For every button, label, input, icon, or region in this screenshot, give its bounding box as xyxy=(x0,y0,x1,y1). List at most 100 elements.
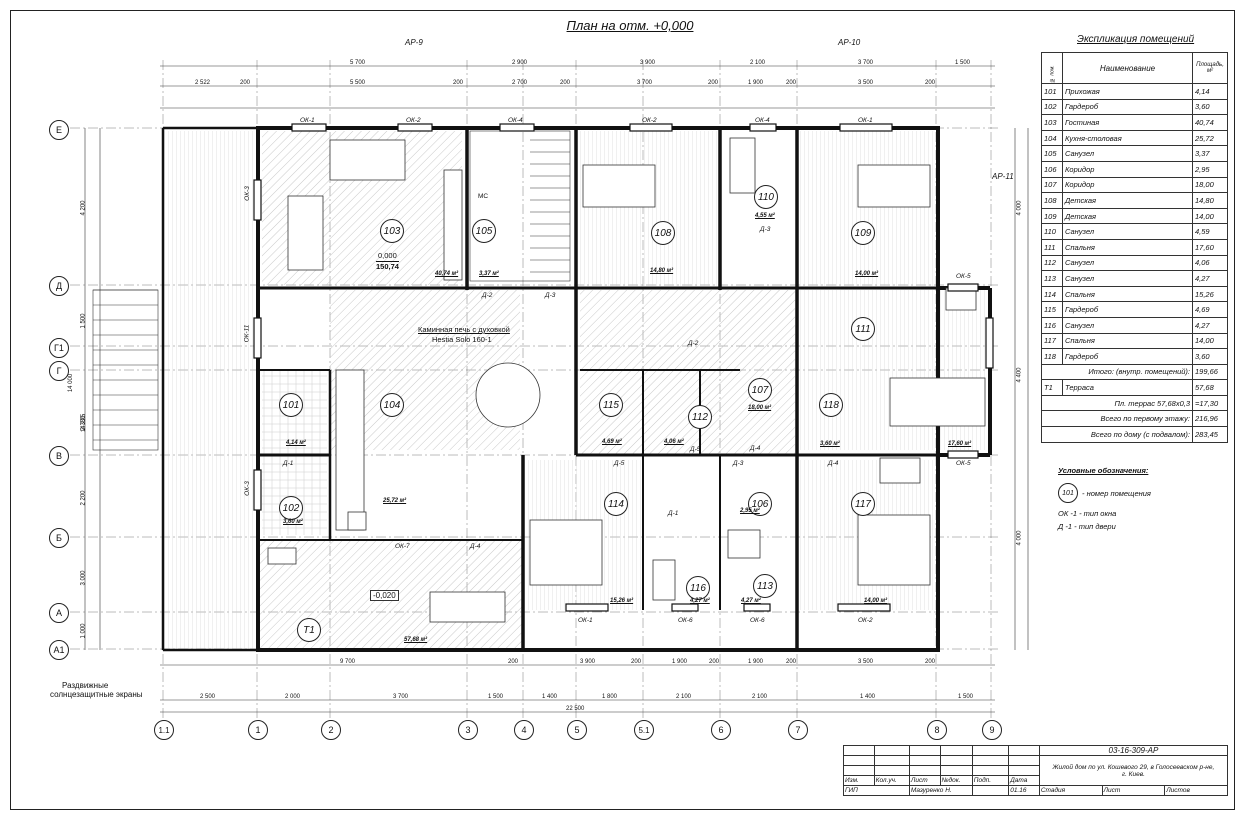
explication-cell-num: 118 xyxy=(1041,348,1063,365)
explication-floor-label: Всего по первому этажу: xyxy=(1041,410,1193,428)
section-ref-3: АР-11 xyxy=(992,172,1014,181)
room-number-113: 113 xyxy=(753,574,777,598)
room-number-111: 111 xyxy=(851,317,875,341)
room-area: 4,27 м² xyxy=(690,598,710,604)
dim-top2-4: 200 xyxy=(453,80,464,86)
explication-cell-area: 3,60 xyxy=(1192,98,1228,116)
explication-cell-area: 2,95 xyxy=(1192,160,1228,178)
legend-room-symbol: 101 xyxy=(1058,483,1078,503)
stamp-sheets: Листов xyxy=(1164,785,1228,796)
section-ref-1: АР-9 xyxy=(405,38,423,47)
explication-cell-area: 4,06 xyxy=(1192,254,1228,272)
dim-bot-9: 3 500 xyxy=(858,659,874,665)
dim-bot2-10: 1 500 xyxy=(958,694,974,700)
dim-bot2-8: 2 100 xyxy=(752,694,768,700)
dim-bot2-5: 1 400 xyxy=(542,694,558,700)
door-label: Д-2 xyxy=(688,340,699,347)
dim-bot-6: 200 xyxy=(709,659,720,665)
window-label: ОК-6 xyxy=(750,617,765,624)
window-label: ОК-4 xyxy=(755,117,770,124)
explication-cell-num: 106 xyxy=(1041,160,1063,178)
stamp-izm: Изм. xyxy=(843,775,875,786)
window-label: ОК-7 xyxy=(395,543,410,550)
explication-cell-num: 111 xyxy=(1041,238,1063,256)
dim-top-5: 3 700 xyxy=(858,60,874,66)
fireplace-model: Hestia Solo 160-1 xyxy=(432,335,492,344)
explication-cell-name: Кухня-столовая xyxy=(1062,129,1193,147)
explication-cell-name: Гардероб xyxy=(1062,98,1193,116)
screens-label: солнцезащитные экраны xyxy=(50,690,143,699)
explication-cell-area: 14,80 xyxy=(1192,192,1228,209)
room-area: 3,37 м² xyxy=(479,271,499,277)
room-area: 4,69 м² xyxy=(602,439,622,445)
axis-marker-4: 4 xyxy=(514,720,534,740)
explication-cell-name: Гардероб xyxy=(1062,348,1193,365)
explication-cell-area: 4,27 xyxy=(1192,270,1228,287)
window-label: ОК-2 xyxy=(642,117,657,124)
dim-bot-2: 200 xyxy=(508,659,519,665)
explication-cell-num: 114 xyxy=(1041,285,1063,303)
room-area: 15,26 м² xyxy=(610,598,634,604)
window-label: ОК-5 xyxy=(956,460,971,467)
dim-bot2-3: 3 700 xyxy=(393,694,409,700)
explication-summary-row: Всего по дому (с подвалом):283,45 xyxy=(1041,426,1228,443)
room-area: 4,06 м² xyxy=(664,439,684,445)
axis-marker-G: Г xyxy=(49,361,69,381)
room-area: 14,00 м² xyxy=(864,598,888,604)
axis-marker-5-1: 5.1 xyxy=(634,720,654,740)
room-number-107: 107 xyxy=(748,378,772,402)
axis-marker-6: 6 xyxy=(711,720,731,740)
room-area: 2,95 м² xyxy=(740,508,760,514)
door-label: Д-4 xyxy=(750,445,761,452)
room-number-105: 105 xyxy=(472,219,496,243)
room-area: 4,27 м² xyxy=(741,598,761,604)
explication-cell-name: Санузел xyxy=(1062,254,1193,272)
stamp-gip-name: Мазуренко Н. xyxy=(908,785,973,796)
dim-left-6: 1 000 xyxy=(80,623,87,639)
window-label: ОК-2 xyxy=(406,117,421,124)
explication-house-label: Всего по дому (с подвалом): xyxy=(1041,426,1193,443)
explication-summary-row: Итого: (внутр. помещений):199,66 xyxy=(1041,363,1228,381)
room-number-115: 115 xyxy=(599,393,623,417)
dim-top-2: 2 900 xyxy=(512,60,528,66)
room-area: 17,60 м² xyxy=(948,441,972,447)
explication-cell-area: 3,60 xyxy=(1192,348,1228,365)
window-label: ОК-4 xyxy=(508,117,523,124)
explication-cell-num: 115 xyxy=(1041,301,1063,318)
room-number-103: 103 xyxy=(380,219,404,243)
axis-marker-8: 8 xyxy=(927,720,947,740)
explication-cell-name: Спальня xyxy=(1062,332,1193,350)
terrace-level: -0,020 xyxy=(370,590,399,601)
window-label: ОК-2 xyxy=(858,617,873,624)
room-number-109: 109 xyxy=(851,221,875,245)
explication-cell-area: 3,37 xyxy=(1192,145,1228,162)
axis-marker-5: 5 xyxy=(567,720,587,740)
explication-cell-num: 108 xyxy=(1041,192,1063,209)
explication-floor-value: 216,96 xyxy=(1192,410,1228,428)
legend-door-desc: Д -1 - тип двери xyxy=(1058,522,1116,531)
explication-cell-num: 104 xyxy=(1041,129,1063,147)
dim-bot2-2: 2 000 xyxy=(285,694,301,700)
explication-col-num: № пом. xyxy=(1041,52,1063,84)
explication-cell-num: 109 xyxy=(1041,207,1063,225)
stamp-data: Дата xyxy=(1008,775,1040,786)
dim-right-3: 4 000 xyxy=(1016,530,1023,546)
room-area: 57,68 м² xyxy=(404,637,428,643)
level-value: 0,000 xyxy=(378,251,397,260)
dim-bot2-1: 2 500 xyxy=(200,694,216,700)
dim-right-2: 4 400 xyxy=(1016,367,1023,383)
explication-calc-label: Пл. террас 57,68х0,3 xyxy=(1041,394,1193,412)
explication-cell-num: 105 xyxy=(1041,145,1063,162)
legend-title: Условные обозначения: xyxy=(1058,466,1149,475)
window-label: ОК-3 xyxy=(243,186,251,201)
window-label: ОК-3 xyxy=(243,481,251,496)
